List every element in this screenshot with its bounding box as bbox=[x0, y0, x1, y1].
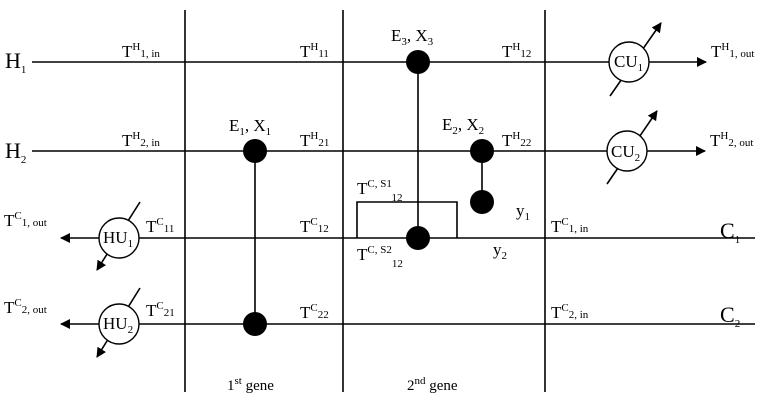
split-fraction-y1: y1 bbox=[516, 201, 530, 223]
split-fraction-y2: y2 bbox=[493, 240, 507, 262]
stream-label-c2: C2 bbox=[720, 302, 740, 330]
temp-h2-out: TH2, out bbox=[710, 130, 753, 150]
exchanger-e1-cold-node bbox=[243, 312, 267, 336]
temp-c1-12: TC12 bbox=[300, 216, 329, 236]
temp-h1-12: TH12 bbox=[502, 41, 531, 61]
temp-h2-in: TH2, in bbox=[122, 130, 160, 150]
exchanger-e2-label: E2, X2 bbox=[442, 115, 484, 137]
temp-c2-22: TC22 bbox=[300, 302, 329, 322]
cold-utility-cu2: CU2 bbox=[606, 110, 658, 185]
cu1-circle bbox=[608, 41, 650, 83]
hot-utility-hu2: HU2 bbox=[96, 287, 141, 358]
exchanger-e2-hot-node bbox=[470, 139, 494, 163]
temp-c1-in: TC1, in bbox=[551, 216, 589, 236]
stream-label-h2: H2 bbox=[5, 138, 26, 166]
hu2-label: HU2 bbox=[103, 314, 133, 336]
hu2-circle bbox=[98, 303, 140, 345]
exchanger-e3-hot-node bbox=[406, 50, 430, 74]
hu1-label: HU1 bbox=[103, 228, 133, 250]
cold-utility-cu1: CU1 bbox=[608, 22, 662, 97]
stream-label-c1: C1 bbox=[720, 218, 740, 246]
temp-split-s2: TC, S212 bbox=[357, 244, 403, 270]
gene-label-2: 2nd gene bbox=[407, 375, 458, 394]
temp-c2-out: TC2, out bbox=[4, 297, 47, 317]
exchanger-e1-hot-node bbox=[243, 139, 267, 163]
cu2-label: CU2 bbox=[611, 142, 640, 164]
temp-h2-22: TH22 bbox=[502, 130, 531, 150]
exchanger-e3-label: E3, X3 bbox=[391, 26, 434, 48]
gene-label-1: 1st gene bbox=[227, 375, 274, 394]
temp-split-s1: TC, S112 bbox=[357, 178, 402, 204]
cu1-label: CU1 bbox=[614, 52, 643, 74]
temp-h1-11: TH11 bbox=[300, 41, 329, 61]
temp-c1-11: TC11 bbox=[146, 216, 174, 236]
stream-label-h1: H1 bbox=[5, 48, 26, 76]
temp-c1-out: TC1, out bbox=[4, 210, 47, 230]
cu2-circle bbox=[606, 130, 648, 172]
temp-h1-in: TH1, in bbox=[122, 41, 160, 61]
exchanger-e2-cold-node bbox=[470, 190, 494, 214]
hu1-circle bbox=[98, 217, 140, 259]
exchanger-e3-cold-node bbox=[406, 226, 430, 250]
hot-utility-hu1: HU1 bbox=[96, 201, 141, 271]
temp-c2-21: TC21 bbox=[146, 300, 175, 320]
exchanger-e1-label: E1, X1 bbox=[229, 116, 271, 138]
temp-c2-in: TC2, in bbox=[551, 302, 589, 322]
temp-h1-out: TH1, out bbox=[711, 41, 754, 61]
split-branch-c1 bbox=[356, 201, 458, 238]
temp-h2-21: TH21 bbox=[300, 130, 329, 150]
